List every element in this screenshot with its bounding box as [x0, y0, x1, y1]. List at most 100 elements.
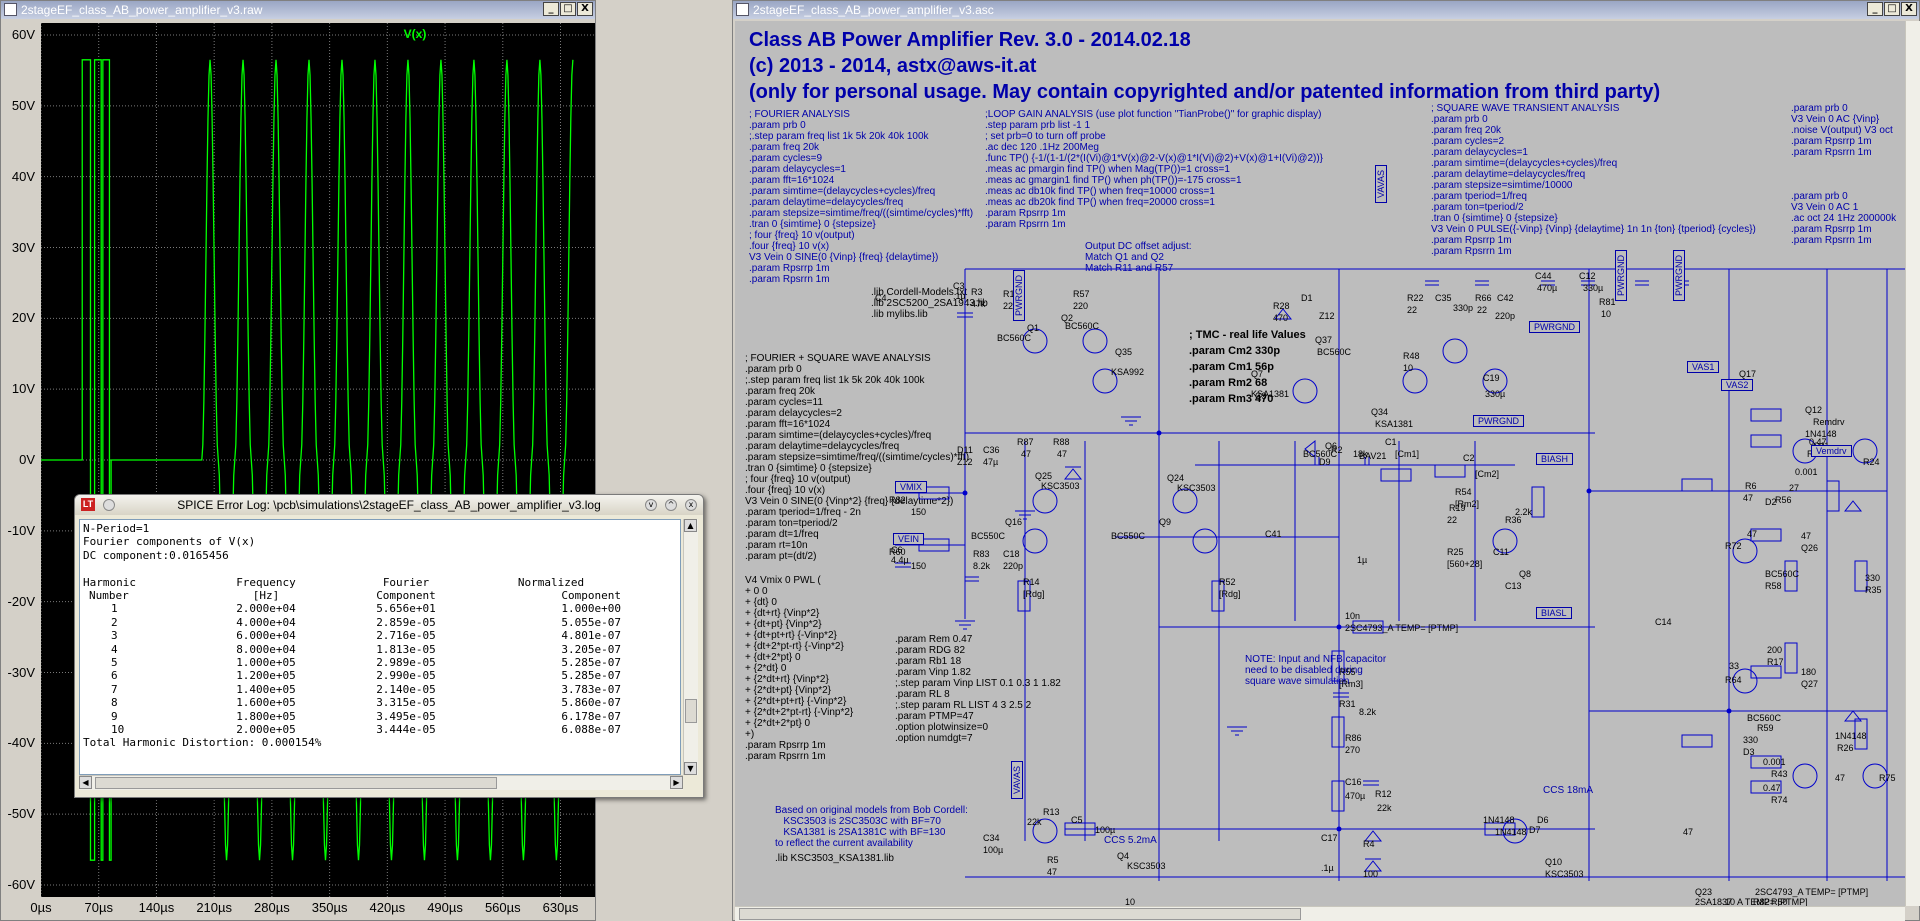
component-label[interactable]: 22k: [1377, 803, 1392, 813]
component-label[interactable]: 330: [1865, 573, 1881, 583]
square-wave-directive[interactable]: ; SQUARE WAVE TRANSIENT ANALYSIS .param …: [1431, 103, 1756, 257]
component-label[interactable]: R83: [973, 549, 990, 559]
ksc-lib-directive[interactable]: .lib KSC3503_KSA1381.lib: [775, 853, 894, 864]
cordell-note[interactable]: Based on original models from Bob Cordel…: [775, 805, 968, 849]
component-label[interactable]: 220: [1073, 301, 1089, 311]
component-label[interactable]: R28: [1273, 301, 1290, 311]
component-label[interactable]: 47: [1835, 773, 1846, 783]
component-label[interactable]: 100µ: [983, 845, 1004, 855]
component-label[interactable]: 0.47: [1809, 437, 1827, 447]
component-label[interactable]: BC560C: [1317, 347, 1352, 357]
component-label[interactable]: 22: [1477, 305, 1488, 315]
component-label[interactable]: [Rdg]: [1023, 589, 1045, 599]
component-label[interactable]: 0.47: [1763, 783, 1781, 793]
component-label[interactable]: 100µ: [1095, 825, 1116, 835]
component-label[interactable]: [Cm2]: [1475, 469, 1500, 479]
asc-close-button[interactable]: X: [1901, 2, 1917, 16]
component-label[interactable]: 10: [1403, 363, 1414, 373]
component-label[interactable]: 1N4148: [1483, 815, 1515, 825]
asc-maximize-button[interactable]: □: [1884, 2, 1900, 16]
component-label[interactable]: R43: [1771, 769, 1788, 779]
net-label[interactable]: PWRGND: [1013, 270, 1025, 321]
component-label[interactable]: [Rm2]: [1455, 499, 1480, 509]
component-label[interactable]: 22: [1447, 515, 1458, 525]
component-label[interactable]: 330: [1743, 735, 1759, 745]
loop-gain-directive[interactable]: ;LOOP GAIN ANALYSIS (use plot function "…: [985, 109, 1324, 230]
component-label[interactable]: R36: [1505, 515, 1522, 525]
component-label[interactable]: D11: [957, 445, 973, 455]
net-label[interactable]: VAS2: [1721, 379, 1754, 391]
component-label[interactable]: C34: [983, 833, 1000, 843]
component-label[interactable]: 47: [1743, 493, 1754, 503]
component-label[interactable]: 4.4µ: [891, 555, 909, 565]
component-label[interactable]: R57: [1073, 289, 1090, 299]
component-label[interactable]: R19: [1449, 503, 1466, 513]
component-label[interactable]: BC550C: [1111, 531, 1146, 541]
component-label[interactable]: Q16: [1005, 517, 1023, 527]
component-label[interactable]: 2SC4793_A TEMP= [PTMP]: [1755, 887, 1869, 897]
component-label[interactable]: Z12: [1319, 311, 1335, 321]
component-label[interactable]: D1: [1301, 293, 1313, 303]
component-label[interactable]: 47: [1047, 867, 1058, 877]
component-label[interactable]: Q1: [1027, 323, 1040, 333]
component-label[interactable]: R58: [1765, 581, 1782, 591]
component-label[interactable]: 470µ: [1345, 791, 1366, 801]
net-label[interactable]: VAVAS: [1375, 164, 1387, 203]
component-label[interactable]: R17: [1767, 657, 1784, 667]
component-label[interactable]: C4: [875, 293, 887, 303]
component-label[interactable]: R24: [1863, 457, 1880, 467]
component-label[interactable]: Remdrv: [1813, 417, 1845, 427]
component-label[interactable]: 47: [1057, 449, 1068, 459]
log-scroll-down-button[interactable]: ▼: [684, 762, 697, 775]
component-label[interactable]: Q27: [1801, 679, 1819, 689]
component-label[interactable]: Q7: [1251, 369, 1264, 379]
component-label[interactable]: 0.001: [1763, 757, 1786, 767]
component-label[interactable]: 47: [1747, 529, 1758, 539]
component-label[interactable]: C13: [1505, 581, 1522, 591]
fourier-analysis-directive[interactable]: ; FOURIER ANALYSIS .param prb 0 ;.step p…: [749, 109, 974, 285]
log-close-icon[interactable]: x: [685, 499, 697, 511]
component-label[interactable]: R54: [1455, 487, 1472, 497]
component-label[interactable]: 330µ: [1485, 389, 1506, 399]
component-label[interactable]: Q37: [1315, 335, 1333, 345]
net-label[interactable]: VAS1: [1687, 361, 1720, 373]
tmc-params[interactable]: ; TMC - real life Values .param Cm2 330p…: [1189, 329, 1306, 405]
log-expand-icon[interactable]: ^: [665, 499, 677, 511]
log-vscrollbar[interactable]: ▲ ▼: [683, 519, 698, 775]
component-label[interactable]: R72: [1725, 541, 1742, 551]
component-label[interactable]: R22: [1407, 293, 1424, 303]
component-label[interactable]: C16: [1345, 777, 1362, 787]
raw-maximize-button[interactable]: □: [560, 2, 576, 16]
component-label[interactable]: R86: [1345, 733, 1362, 743]
component-label[interactable]: C36: [983, 445, 1000, 455]
component-label[interactable]: KSC3503: [1127, 861, 1166, 871]
component-label[interactable]: Q25: [1035, 471, 1053, 481]
component-label[interactable]: [560+28]: [1447, 559, 1483, 569]
component-label[interactable]: 470µ: [1537, 283, 1558, 293]
component-label[interactable]: Z12: [957, 457, 973, 467]
component-label[interactable]: BC560C: [1765, 569, 1800, 579]
component-label[interactable]: C18: [1003, 549, 1020, 559]
component-label[interactable]: 150: [911, 507, 927, 517]
component-label[interactable]: 270: [1345, 745, 1361, 755]
component-label[interactable]: 8.2k: [1359, 707, 1377, 717]
component-label[interactable]: C2: [1463, 453, 1475, 463]
component-label[interactable]: KSA1381: [1375, 419, 1414, 429]
component-label[interactable]: BC560C: [1303, 449, 1338, 459]
component-label[interactable]: 33: [1729, 661, 1740, 671]
log-scroll-left-button[interactable]: ◀: [79, 776, 92, 789]
component-label[interactable]: 0.001: [1795, 467, 1818, 477]
component-label[interactable]: C6: [891, 545, 903, 555]
component-label[interactable]: R6: [1745, 481, 1757, 491]
net-label[interactable]: PWRGND: [1529, 321, 1580, 333]
component-label[interactable]: R66: [1475, 293, 1492, 303]
component-label[interactable]: Q6: [1325, 441, 1338, 451]
component-label[interactable]: 18k: [1353, 449, 1368, 459]
component-label[interactable]: R59: [1757, 723, 1774, 733]
component-label[interactable]: R14: [1023, 577, 1040, 587]
component-label[interactable]: R5: [1047, 855, 1059, 865]
component-label[interactable]: Q24: [1167, 473, 1185, 483]
component-label[interactable]: R81: [1599, 297, 1616, 307]
component-label[interactable]: D3: [1743, 747, 1755, 757]
component-label[interactable]: C12: [1579, 271, 1596, 281]
